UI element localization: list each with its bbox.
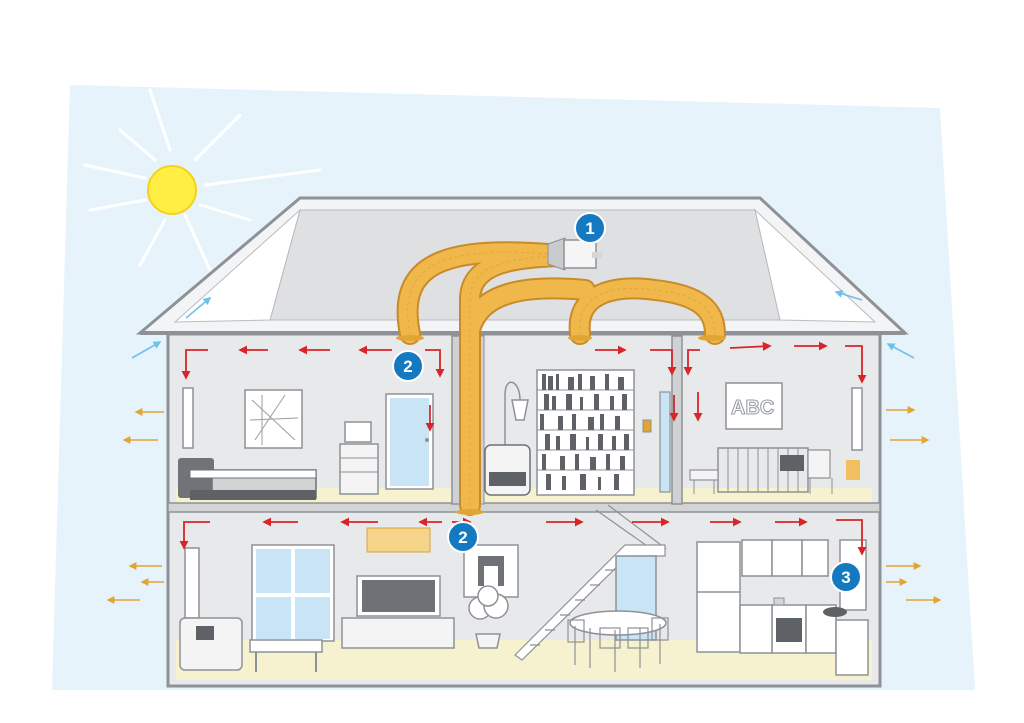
badge-ventilation-unit: 1: [574, 212, 606, 244]
badge-downstairs-vent: 2: [447, 521, 479, 553]
badge-kitchen-vent: 3: [830, 561, 862, 593]
living-room: [179, 527, 519, 672]
nursery-letters: ABC: [731, 397, 774, 419]
kitchen-sink: [823, 607, 847, 617]
rocking-chair: [807, 449, 833, 494]
stove-icon: [771, 597, 807, 654]
bed-icon: [178, 458, 317, 500]
armchair: [484, 444, 531, 496]
stairs-icon: [514, 504, 667, 661]
nursery-stool: [689, 469, 719, 494]
fridge-icon: [696, 541, 741, 653]
kitchen-room: [696, 539, 869, 676]
library-room: [484, 369, 671, 496]
framed-picture: [244, 389, 303, 449]
duct-icon: [396, 241, 726, 516]
lower-cabinets: [739, 604, 869, 676]
hallway-door: [659, 391, 671, 493]
dresser: [339, 421, 379, 495]
svg-text:3: 3: [841, 568, 850, 587]
wall-window: [184, 547, 200, 619]
floor-slab: [167, 502, 881, 513]
wall-window: [851, 387, 863, 451]
fan-unit-icon: [547, 237, 602, 271]
airflow-arrows-outdoor: [106, 406, 942, 604]
plant-icon: [468, 585, 509, 649]
airflow-arrows-intake: [131, 290, 915, 359]
thermostat: [642, 419, 652, 433]
wall-window: [182, 387, 194, 449]
upper-cabinets: [741, 539, 829, 577]
nursery-room: ABC: [689, 382, 863, 494]
badge-upstairs-vent: 2: [392, 350, 424, 382]
table-icon: [567, 610, 669, 672]
floor-lamp: [504, 381, 529, 490]
sun-icon: [83, 88, 322, 272]
sofa-icon: [179, 617, 243, 671]
tv-console: [341, 617, 455, 649]
wall-outlet: [846, 460, 860, 480]
svg-text:1: 1: [585, 219, 594, 238]
svg-text:2: 2: [458, 528, 467, 547]
wall-supply-grille: [366, 527, 431, 553]
bookshelf: [536, 369, 635, 496]
french-windows: [251, 544, 335, 642]
nursery-picture: [725, 382, 783, 430]
bedroom-left: [178, 387, 434, 500]
ceiling-vents: [396, 335, 726, 515]
door: [385, 393, 434, 490]
coffee-table: [249, 639, 323, 672]
svg-text:2: 2: [403, 357, 412, 376]
tv-icon: [356, 575, 441, 617]
